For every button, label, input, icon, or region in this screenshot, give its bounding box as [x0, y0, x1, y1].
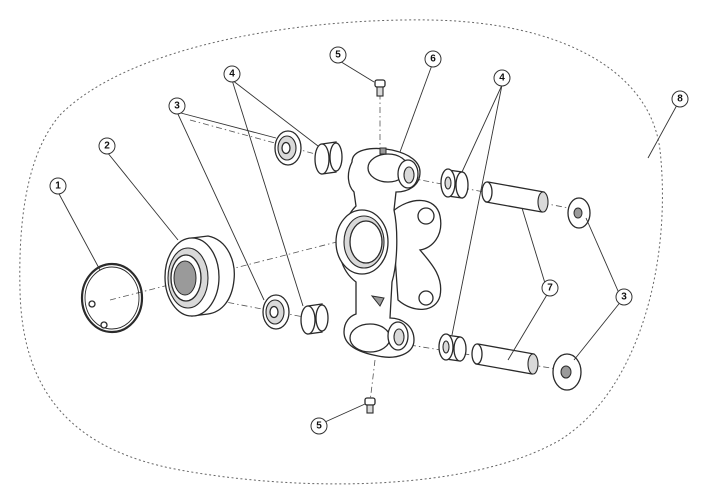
- callout-4-left: 4: [223, 65, 241, 83]
- callout-1: 1: [49, 177, 67, 195]
- callout-8-label: 8: [677, 94, 683, 105]
- callout-3-right-label: 3: [621, 292, 627, 303]
- callout-4-right-label: 4: [499, 73, 505, 84]
- callout-4-right: 4: [493, 69, 511, 87]
- bearing: [164, 235, 235, 317]
- bushing-lower-right: [438, 333, 467, 362]
- washer-lower-left: [262, 294, 290, 330]
- callout-6-label: 6: [430, 54, 436, 65]
- grease-fitting-bottom: [364, 397, 376, 414]
- callout-8: 8: [671, 90, 689, 108]
- housing: [335, 147, 442, 358]
- pin-upper: [481, 181, 549, 213]
- washer-lower-right: [552, 353, 582, 391]
- callout-4-left-label: 4: [229, 69, 235, 80]
- callout-6: 6: [424, 50, 442, 68]
- bushing-upper-left: [314, 141, 343, 175]
- washer-upper-left: [274, 130, 302, 166]
- retaining-ring: [80, 262, 144, 334]
- callout-5-bottom-label: 5: [316, 421, 322, 432]
- callout-1-label: 1: [55, 181, 61, 192]
- callout-3-right: 3: [615, 288, 633, 306]
- callout-2: 2: [98, 137, 116, 155]
- leader-lines: [57, 59, 678, 423]
- bushing-upper-right: [440, 168, 469, 199]
- callout-5-top: 5: [329, 46, 347, 64]
- callout-3-left: 3: [168, 97, 186, 115]
- callout-7-label: 7: [547, 283, 553, 294]
- pin-lower: [471, 343, 539, 375]
- callout-5-top-label: 5: [335, 50, 341, 61]
- grease-fitting-top: [374, 79, 386, 97]
- callout-7: 7: [541, 279, 559, 297]
- washer-upper-right: [567, 197, 591, 229]
- callout-2-label: 2: [104, 141, 110, 152]
- callout-5-bottom: 5: [310, 417, 328, 435]
- bushing-lower-left: [300, 303, 329, 335]
- callout-3-left-label: 3: [174, 101, 180, 112]
